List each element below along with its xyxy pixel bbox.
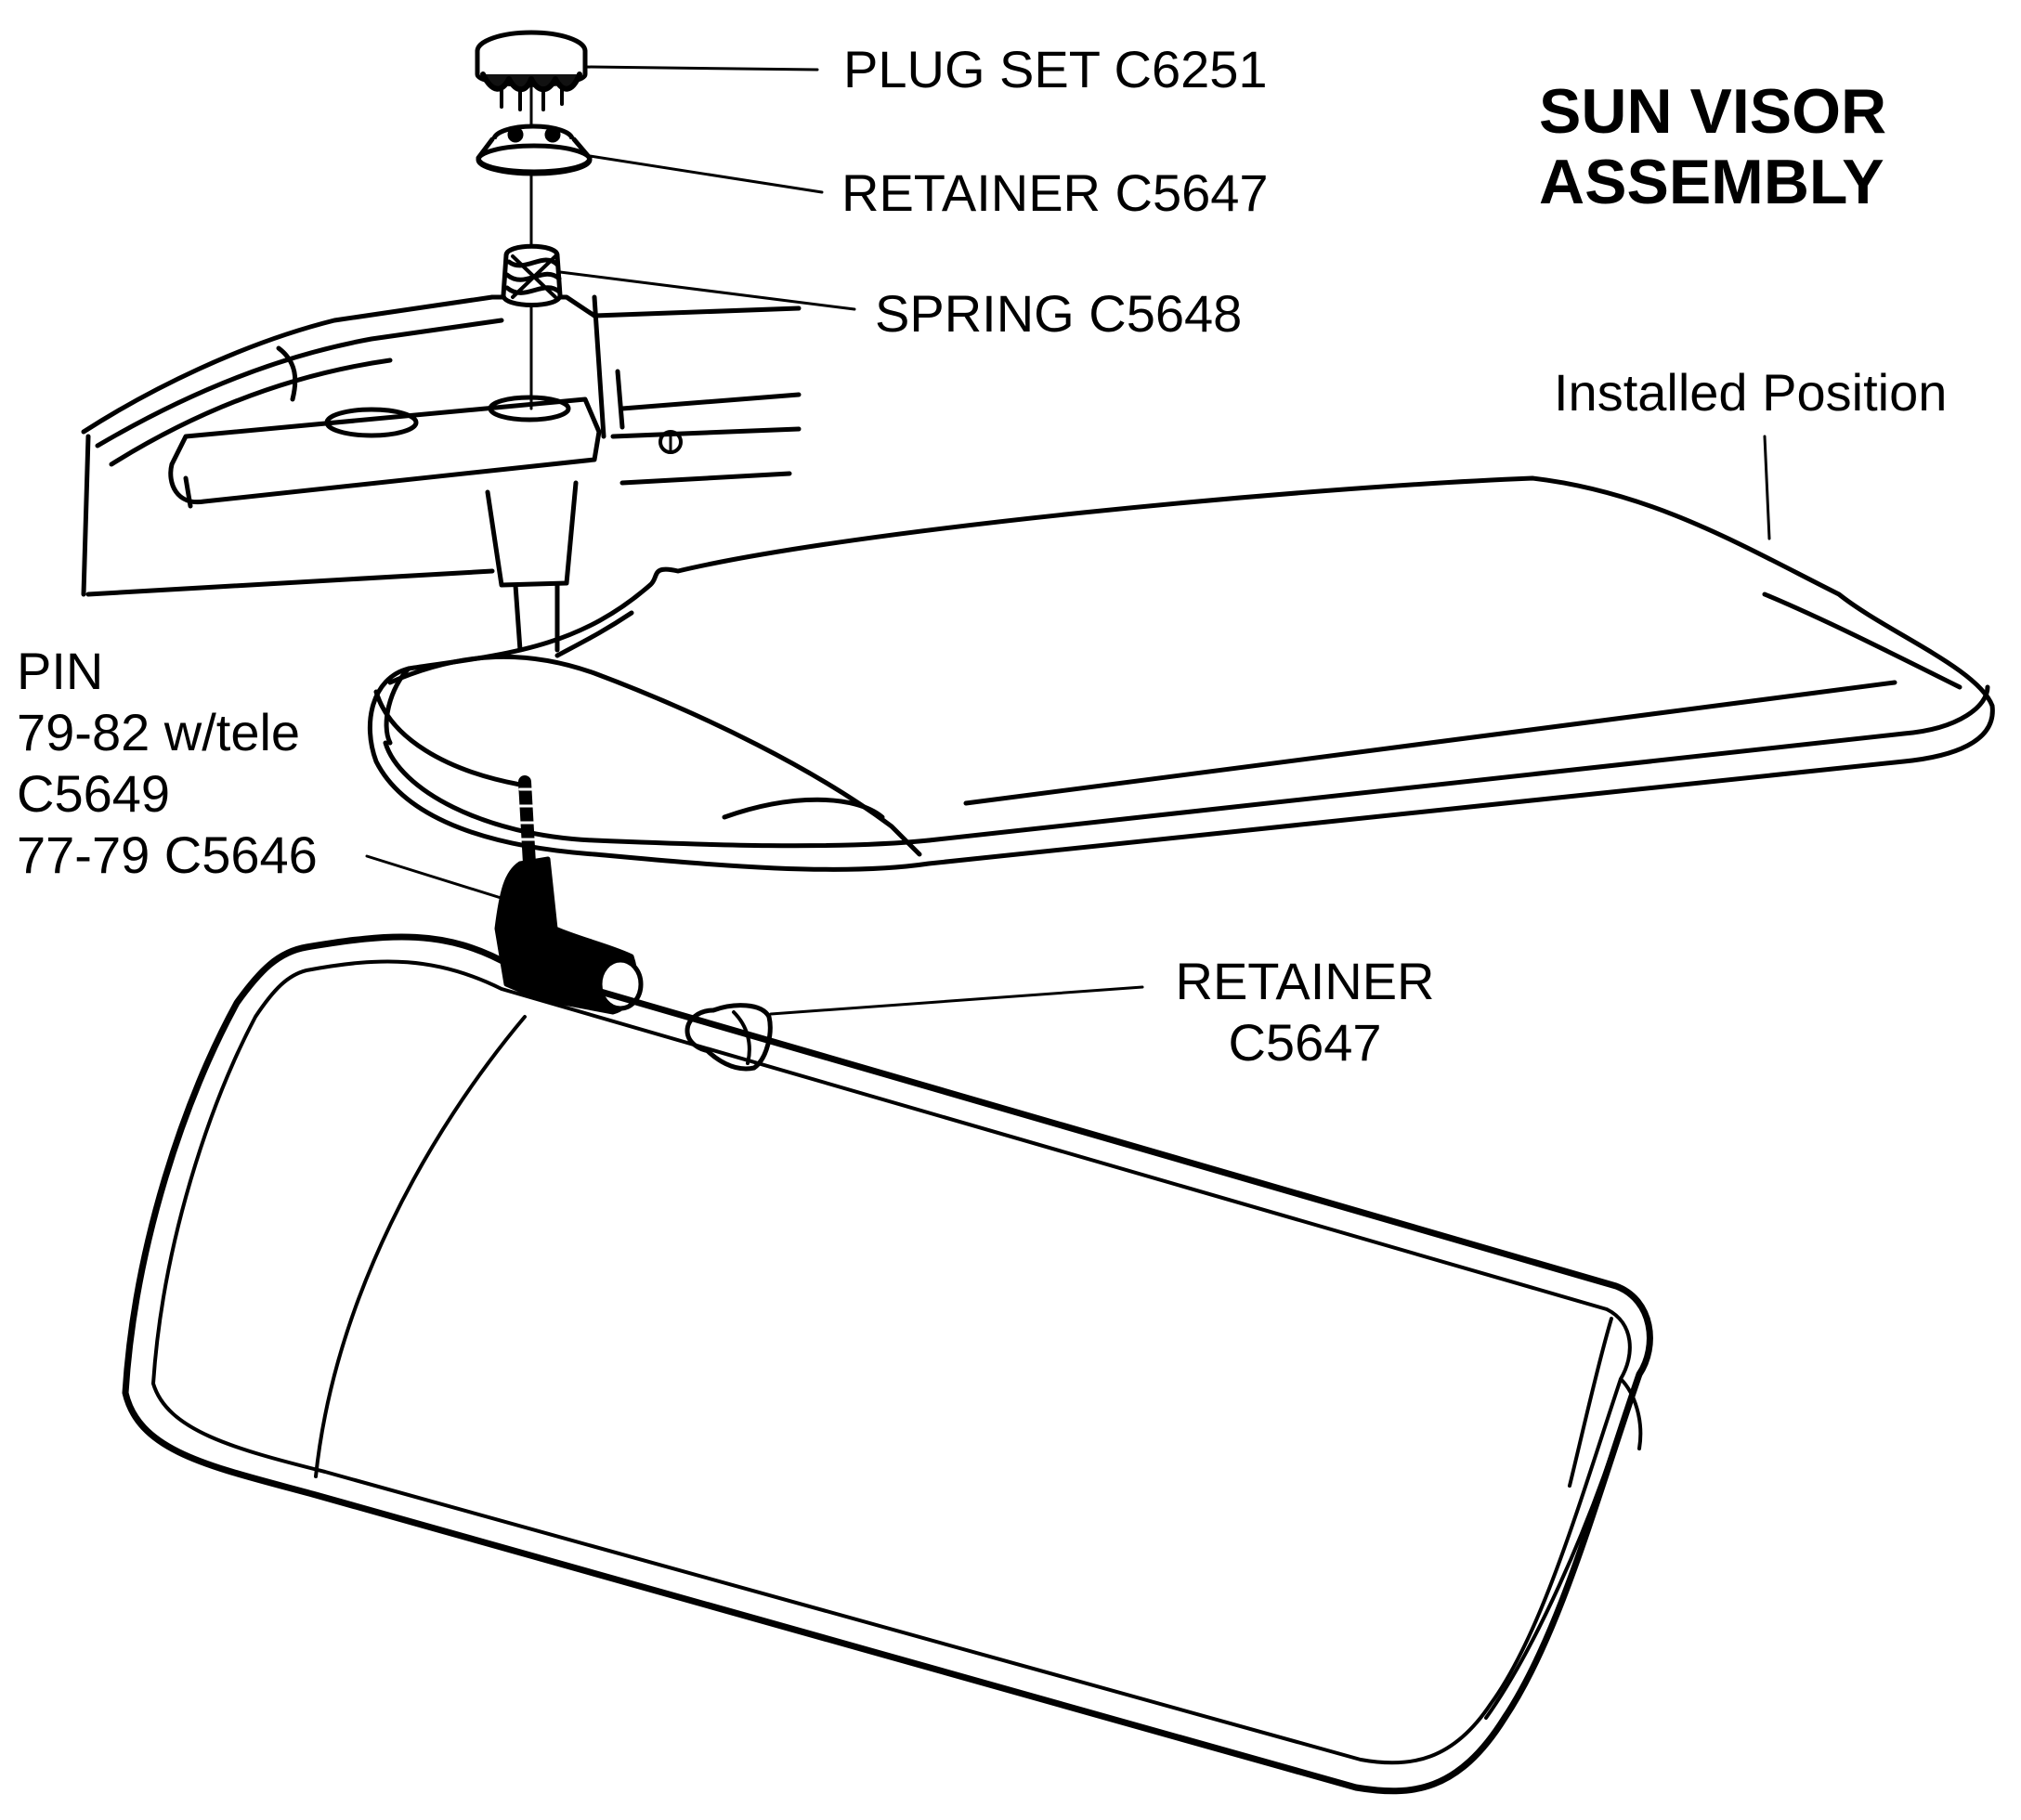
retainer-top-part	[476, 124, 593, 176]
label-pin-line-2: 79-82 w/tele	[17, 703, 301, 761]
roof-panel	[81, 294, 802, 597]
label-retainer-bottom-line-2: C5647	[1228, 1013, 1382, 1072]
label-pin: PIN 79-82 w/tele C5649 77-79 C5646	[17, 641, 318, 886]
pin-part	[494, 775, 644, 1015]
label-plug-set: PLUG SET C6251	[843, 40, 1268, 98]
diagram-title: SUN VISOR ASSEMBLY	[1539, 76, 1886, 217]
lower-visor	[122, 933, 1653, 1795]
label-pin-line-3: C5649	[17, 764, 171, 823]
label-pin-line-1: PIN	[17, 642, 104, 700]
label-pin-line-4: 77-79 C5646	[17, 826, 318, 884]
mounting-bracket	[168, 395, 602, 653]
label-retainer-bottom: RETAINER C5647	[1166, 951, 1444, 1073]
title-line-1: SUN VISOR	[1539, 76, 1887, 147]
plug-set-part	[475, 30, 588, 111]
label-retainer-bottom-line-1: RETAINER	[1175, 952, 1435, 1010]
spring-part	[501, 243, 563, 307]
installed-visor	[368, 475, 1995, 872]
label-spring: SPRING C5648	[875, 284, 1243, 343]
leader-lines	[365, 65, 1771, 1016]
label-installed-position: Installed Position	[1554, 363, 1948, 422]
title-line-2: ASSEMBLY	[1539, 147, 1884, 217]
label-retainer-top: RETAINER C5647	[841, 163, 1269, 222]
